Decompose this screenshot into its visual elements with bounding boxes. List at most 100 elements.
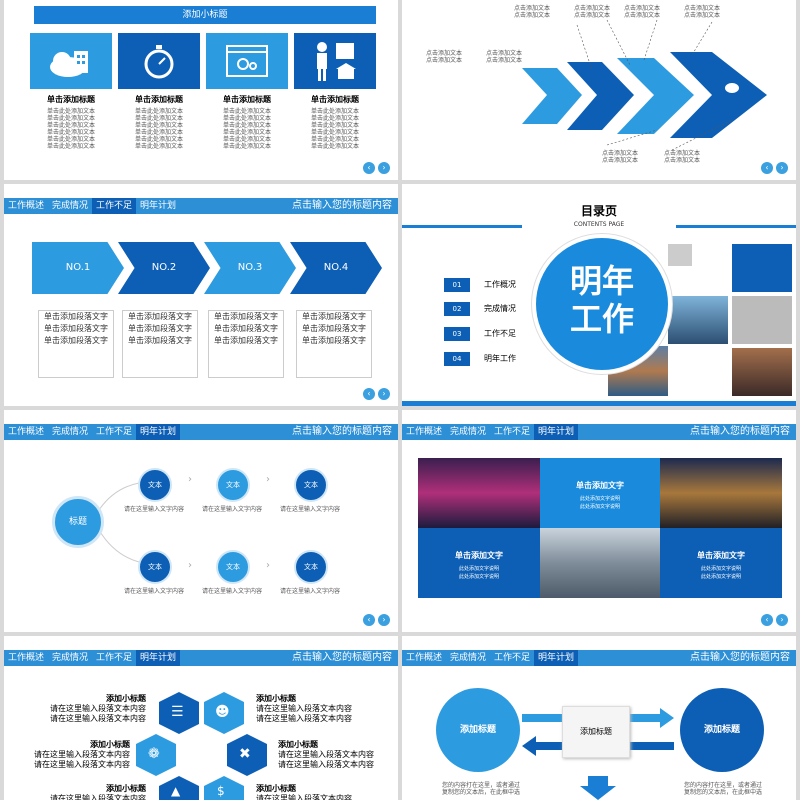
tab-overview[interactable]: 工作概述 [8,427,45,437]
toc-label: 明年工作 [484,354,516,363]
tab-completion[interactable]: 完成情况 [450,427,487,437]
step-arrow-2: NO.2 [118,242,210,294]
prev-button[interactable]: ‹ [363,614,375,626]
middle-box-label: 添加标题 [580,727,612,736]
tab-next-year[interactable]: 明年计划 [534,424,579,440]
title-input[interactable]: 点击输入您的标题内容 [690,426,790,437]
slide-5[interactable]: 工作概述完成情况工作不足明年计划 点击输入您的标题内容 ›› ›› 标题 文本 … [4,410,398,632]
slide-2[interactable]: 点击添加文本点击添加文本 点击添加文本点击添加文本 点击添加文本点击添加文本 点… [402,0,796,180]
tab-completion[interactable]: 完成情况 [450,653,487,663]
prev-button[interactable]: ‹ [363,388,375,400]
slide-nav: ‹› [360,381,390,400]
para-line: 单击添加段落文字 [302,336,366,345]
left-circle: 添加标题 [436,688,520,772]
hexagon-graphic [136,692,267,800]
next-button[interactable]: › [378,614,390,626]
tab-completion[interactable]: 完成情况 [52,427,89,437]
title-input[interactable]: 点击输入您的标题内容 [292,200,392,211]
block-title: 添加小标题 [256,694,296,703]
node-desc: 请在这里输入文字内容 [280,588,341,595]
text-top-2: 点击添加文本点击添加文本 [574,5,610,19]
tab-next-year[interactable]: 明年计划 [140,201,177,211]
para-line: 单击添加段落文字 [44,324,108,333]
step-label: NO.1 [65,262,91,273]
caption-box: 单击添加文字 此处添加文字说明 此处添加文字说明 [418,528,540,598]
node-label: 文本 [148,481,162,489]
slide1-line: 单击此处添加文本 [310,122,359,129]
next-button[interactable]: › [776,614,788,626]
right-circle: 添加标题 [680,688,764,772]
tab-next-year[interactable]: 明年计划 [534,650,579,666]
slide-7[interactable]: 工作概述完成情况工作不足明年计划 点击输入您的标题内容 ☰ ☻ ❁ ✖ ▲ $ … [4,636,398,800]
text-line: 点击添加文本 [684,12,721,19]
slide-nav: ‹› [758,155,788,174]
slide1-line: 单击此处添加文本 [134,129,183,136]
toc-line [402,225,522,228]
bottom-bar [402,401,796,406]
para-line: 单击添加段落文字 [302,324,366,333]
toc-title: 目录页 [580,204,617,218]
block-line: 请在这里输入段落文本内容 [34,750,130,759]
tab-shortcomings[interactable]: 工作不足 [494,427,531,437]
node-desc: 请在这里输入文字内容 [280,506,341,513]
skyline-photo [540,528,660,598]
slide-1[interactable]: 添加小标题 单击添加标题 单击此处添加文本 单击此处添加文本 单击此处添加文本 … [4,0,398,180]
next-button[interactable]: › [776,162,788,174]
node-bottom-2: 文本 [216,550,250,584]
slide-8[interactable]: 工作概述完成情况工作不足明年计划 点击输入您的标题内容 添加标题 添加标题 添加… [402,636,796,800]
tab-completion[interactable]: 完成情况 [52,653,89,663]
slide-nav: ‹› [758,607,788,626]
next-button[interactable]: › [378,388,390,400]
para-line: 单击添加段落文字 [128,324,192,333]
city-photo [668,296,728,344]
tab-shortcomings[interactable]: 工作不足 [494,653,531,663]
gray-square [668,244,692,266]
slide1-line: 单击此处添加文本 [222,115,271,122]
tab-shortcomings[interactable]: 工作不足 [96,427,133,437]
prev-button[interactable]: ‹ [761,162,773,174]
tab-overview[interactable]: 工作概述 [8,653,45,663]
gray-square [732,296,792,344]
light-trails-photo [660,458,782,528]
top-tabs: 工作概述完成情况工作不足明年计划 点击输入您的标题内容 [4,198,398,214]
block-line: 请在这里输入段落文本内容 [256,714,352,723]
block-title: 添加小标题 [106,694,146,703]
step-label: NO.4 [323,262,349,273]
title-input[interactable]: 点击输入您的标题内容 [292,426,392,437]
slide1-line: 单击此处添加文本 [134,115,183,122]
slide-6[interactable]: 工作概述完成情况工作不足明年计划 点击输入您的标题内容 单击添加文字 此处添加文… [402,410,796,632]
tab-next-year[interactable]: 明年计划 [136,424,181,440]
node-top-2: 文本 [216,468,250,502]
step-label: NO.3 [237,262,263,273]
stopwatch-icon [118,33,200,89]
tab-next-year[interactable]: 明年计划 [136,650,181,666]
right-desc: 您的内容打在这里，或者通过复制您的文本后，在此框中选 [684,782,763,796]
night-city-photo [732,348,792,396]
prev-button[interactable]: ‹ [363,162,375,174]
night-city-photo [418,458,540,528]
tab-overview[interactable]: 工作概述 [8,201,45,211]
caption-box: 单击添加文字 此处添加文字说明 此处添加文字说明 [660,528,782,598]
next-button[interactable]: › [378,162,390,174]
tab-completion[interactable]: 完成情况 [52,201,89,211]
top-tabs: 工作概述完成情况工作不足明年计划 点击输入您的标题内容 [4,424,398,440]
tab-shortcomings[interactable]: 工作不足 [92,198,137,214]
toc-num: 04 [444,352,470,366]
prev-button[interactable]: ‹ [761,614,773,626]
slide-3[interactable]: 工作概述完成情况工作不足明年计划 点击输入您的标题内容 NO.1 NO.2 NO… [4,184,398,406]
tab-overview[interactable]: 工作概述 [406,653,443,663]
title-input[interactable]: 点击输入您的标题内容 [690,652,790,663]
top-tabs: 工作概述完成情况工作不足明年计划 点击输入您的标题内容 [402,650,796,666]
tab-overview[interactable]: 工作概述 [406,427,443,437]
slide1-line: 单击此处添加文本 [310,108,359,115]
tab-shortcomings[interactable]: 工作不足 [96,653,133,663]
connector-lines: ›› ›› [98,474,270,571]
title-input[interactable]: 点击输入您的标题内容 [292,652,392,663]
toc-subtitle: CONTENTS PAGE [573,221,625,228]
slide1-item-title: 单击添加标题 [135,95,183,104]
toc-item[interactable]: 04 明年工作 [444,346,516,366]
